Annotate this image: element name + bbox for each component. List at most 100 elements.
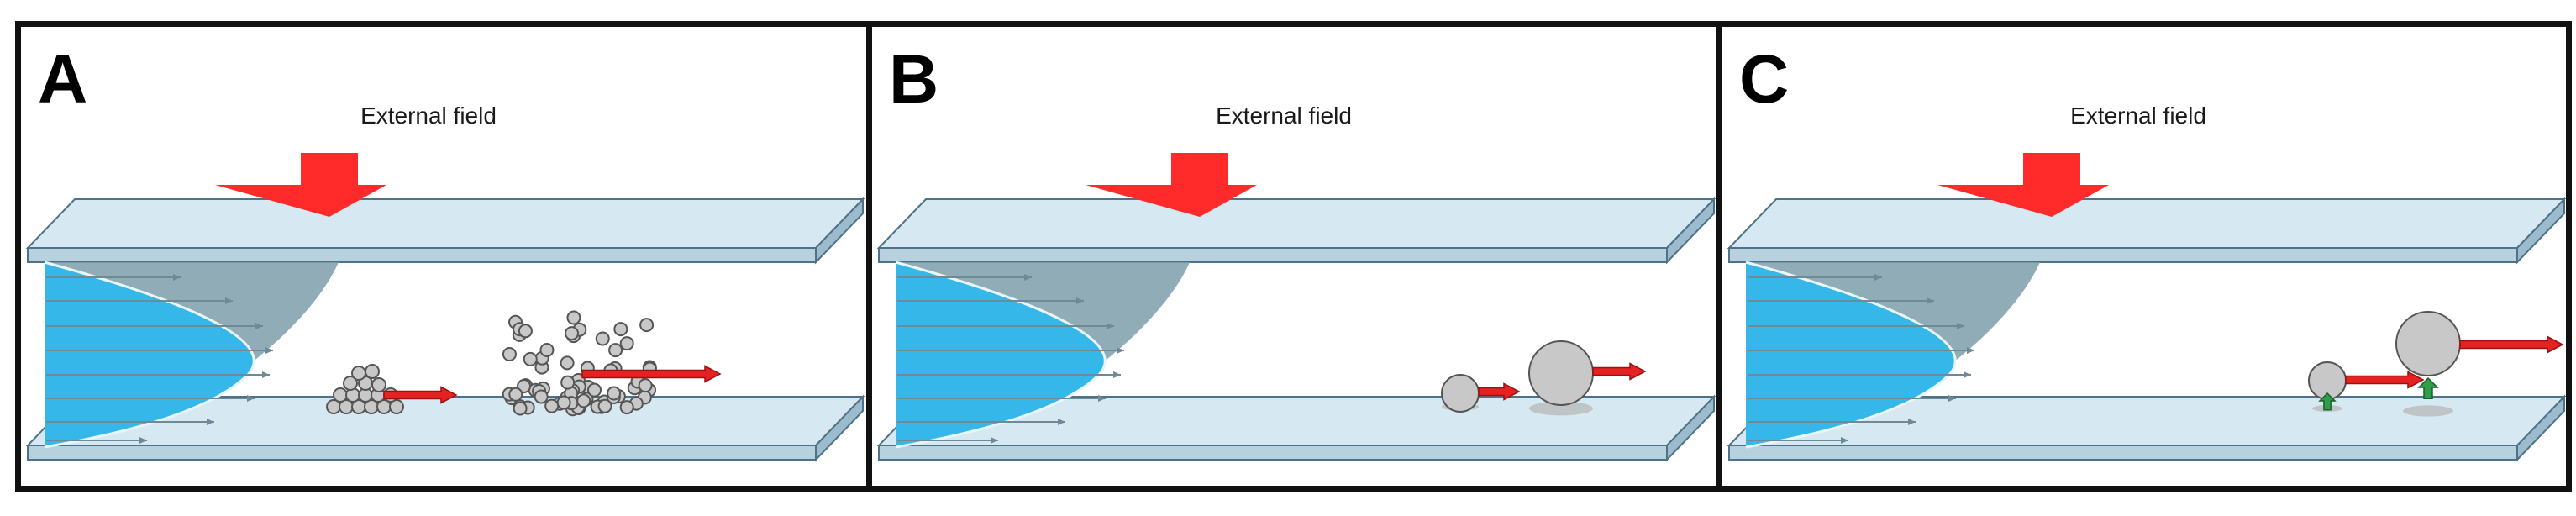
- flow-velocity-head: [1117, 347, 1124, 354]
- panel-a-field-label: External field: [360, 103, 497, 129]
- particle-icon: [534, 389, 549, 404]
- flow-velocity-head: [225, 297, 233, 304]
- particle-icon: [597, 398, 612, 413]
- particle-icon: [619, 400, 634, 415]
- particle-icon: [619, 336, 634, 351]
- flow-velocity-head: [1948, 395, 1956, 402]
- flow-velocity-head: [139, 437, 147, 444]
- particle-icon: [508, 387, 523, 402]
- bottom-plate-side: [815, 394, 864, 462]
- flow-velocity-head: [1967, 347, 1974, 354]
- bottom-plate-front: [878, 445, 1668, 461]
- panel-a-letter: A: [38, 41, 88, 118]
- bottom-plate-side: [1666, 394, 1715, 462]
- lift-arrow-icon: [2318, 392, 2337, 411]
- flow-velocity-head: [255, 323, 263, 329]
- bottom-plate-front: [27, 445, 817, 461]
- particle-icon: [607, 386, 622, 401]
- flow-profile-fill: [1746, 262, 1956, 447]
- panel-c: C External field: [1716, 21, 2572, 492]
- particle-icon: [595, 331, 610, 346]
- top-plate-front: [27, 247, 817, 263]
- top-plate-front: [1728, 247, 2518, 263]
- flow-velocity-head: [1841, 437, 1848, 444]
- velocity-arrow-icon: [1478, 382, 1521, 401]
- top-plate-side: [815, 197, 864, 265]
- particle-icon: [613, 322, 628, 337]
- top-plate-front: [878, 247, 1668, 263]
- particle-icon: [560, 355, 575, 371]
- panel-c-field-label: External field: [2070, 103, 2206, 129]
- flow-profile-icon: [44, 261, 339, 449]
- particle-icon: [576, 393, 591, 408]
- flow-profile-fill: [45, 262, 255, 447]
- top-plate-side: [1666, 197, 1715, 265]
- particle-icon: [502, 346, 517, 361]
- particle-icon: [371, 377, 386, 392]
- particle-icon: [544, 398, 560, 413]
- panel-c-letter: C: [1739, 41, 1790, 118]
- particle-icon: [518, 324, 533, 339]
- flow-velocity-head: [991, 437, 998, 444]
- bottom-plate-front: [1728, 445, 2518, 461]
- lift-arrow-icon: [2417, 376, 2439, 399]
- panel-b: B External field: [866, 21, 1722, 492]
- particle-icon: [539, 342, 555, 357]
- top-plate-face: [876, 198, 1716, 249]
- particle-icon: [564, 326, 579, 341]
- small-particle-icon: [1441, 374, 1480, 413]
- panel-a-scene: [25, 153, 865, 462]
- particle-icon: [639, 318, 655, 333]
- panel-b-letter: B: [889, 41, 939, 118]
- panel-b-scene: [876, 153, 1716, 462]
- panel-a: A External field: [15, 21, 872, 492]
- particle-icon: [560, 375, 576, 390]
- particle-icon: [566, 310, 581, 325]
- flow-velocity-head: [1957, 323, 1964, 329]
- flow-velocity-head: [173, 274, 181, 281]
- flow-velocity-head: [1024, 274, 1032, 281]
- particle-icon: [351, 366, 366, 381]
- flow-velocity-head: [247, 395, 255, 402]
- particle-shadow: [1529, 401, 1593, 416]
- particle-icon: [608, 343, 623, 358]
- flow-velocity-head: [207, 419, 214, 425]
- top-plate-face: [1727, 198, 2566, 249]
- flow-velocity-head: [1107, 323, 1114, 329]
- flow-velocity-head: [1927, 297, 1934, 304]
- velocity-arrow-icon: [383, 386, 458, 404]
- particle-icon: [513, 401, 528, 416]
- particle-icon: [638, 378, 653, 393]
- particle-icon: [333, 387, 348, 403]
- particle-icon: [556, 395, 571, 410]
- flow-velocity-head: [1964, 371, 1971, 378]
- flow-velocity-head: [1113, 371, 1121, 378]
- flow-velocity-head: [1874, 274, 1882, 281]
- particle-icon: [587, 382, 602, 398]
- particle-icon: [343, 376, 358, 391]
- velocity-arrow-icon: [581, 365, 722, 383]
- particle-shadow: [2403, 405, 2453, 417]
- particle-icon: [365, 364, 380, 379]
- external-field-arrow-icon: [1937, 153, 2109, 217]
- velocity-arrow-icon: [2345, 371, 2425, 389]
- flow-velocity-head: [262, 371, 270, 378]
- flow-velocity-head: [1098, 395, 1106, 402]
- bottom-plate-side: [2516, 394, 2565, 462]
- particle-icon: [389, 399, 404, 414]
- flow-velocity-head: [1908, 419, 1916, 425]
- panel-b-field-label: External field: [1216, 103, 1352, 129]
- panel-c-scene: [1727, 153, 2566, 462]
- large-particle-icon: [1528, 340, 1594, 406]
- flow-profile-icon: [895, 261, 1190, 449]
- top-plate-side: [2516, 197, 2565, 265]
- external-field-arrow-icon: [1086, 153, 1257, 217]
- top-plate-face: [25, 198, 865, 249]
- flow-velocity-head: [1058, 419, 1065, 425]
- particle-icon: [523, 351, 538, 366]
- flow-profile-fill: [896, 262, 1106, 447]
- flow-velocity-head: [265, 347, 273, 354]
- external-field-arrow-icon: [215, 153, 386, 217]
- velocity-arrow-icon: [2459, 335, 2564, 354]
- velocity-arrow-icon: [1592, 362, 1647, 381]
